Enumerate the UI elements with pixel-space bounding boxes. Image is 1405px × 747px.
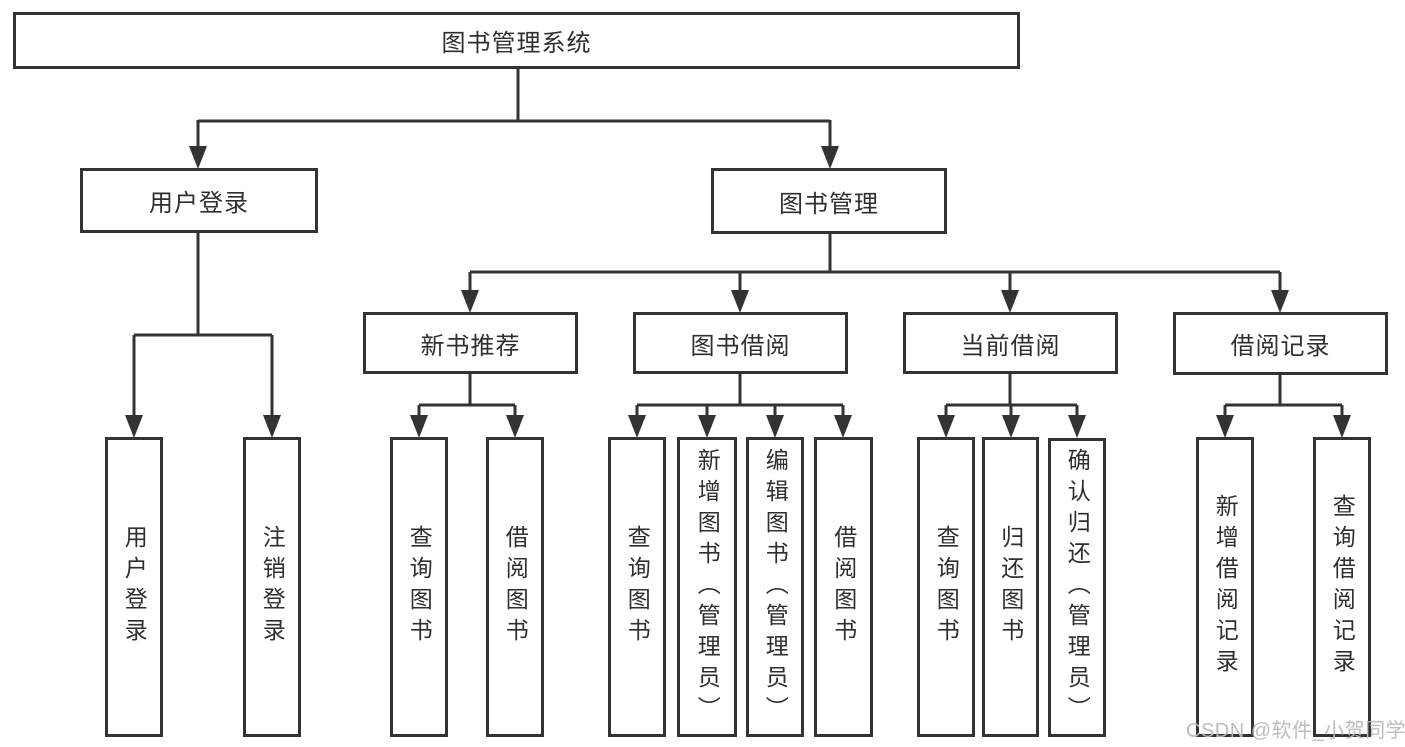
- node-book-management: 图书管理: [711, 168, 947, 234]
- leaf-add-book-admin-label: 新增图书（管理员）: [694, 447, 721, 727]
- node-library-system-label: 图书管理系统: [441, 30, 592, 57]
- leaf-return-book-label: 归还图书: [997, 525, 1024, 649]
- node-current-borrow: 当前借阅: [903, 312, 1118, 374]
- leaf-edit-book-admin: 编辑图书（管理员）: [746, 437, 804, 737]
- node-borrow-records: 借阅记录: [1173, 312, 1388, 375]
- leaf-query-books-recommend-label: 查询图书: [406, 525, 433, 649]
- leaf-confirm-return-admin-label: 确认归还（管理员）: [1064, 448, 1091, 727]
- leaf-query-books-current-label: 查询图书: [933, 525, 960, 649]
- node-new-book-recommend-label: 新书推荐: [420, 332, 521, 360]
- leaf-query-borrow-record: 查询借阅记录: [1313, 437, 1371, 737]
- node-user-login: 用户登录: [80, 168, 318, 233]
- node-book-borrow-label: 图书借阅: [690, 332, 791, 360]
- node-current-borrow-label: 当前借阅: [960, 332, 1061, 360]
- node-book-management-label: 图书管理: [779, 190, 879, 218]
- leaf-query-borrow-record-label: 查询借阅记录: [1329, 494, 1356, 680]
- leaf-borrow-books-borrow-label: 借阅图书: [830, 525, 857, 649]
- connector-book-mgmt-to-level3: [461, 232, 1289, 313]
- leaf-user-login-label: 用户登录: [121, 525, 148, 649]
- leaf-confirm-return-admin: 确认归还（管理员）: [1048, 438, 1106, 737]
- connector-user-login-branch: [125, 232, 281, 438]
- leaf-add-borrow-record: 新增借阅记录: [1196, 437, 1254, 737]
- leaf-query-books-borrow-label: 查询图书: [624, 525, 651, 649]
- leaf-logout: 注销登录: [243, 437, 301, 737]
- watermark: CSDN @软件_小贺同学: [1186, 720, 1405, 742]
- node-book-borrow: 图书借阅: [633, 312, 848, 374]
- leaf-logout-label: 注销登录: [259, 525, 286, 649]
- leaf-borrow-books-borrow: 借阅图书: [814, 437, 873, 737]
- connector-new-book-branch: [410, 373, 524, 438]
- leaf-query-books-borrow: 查询图书: [608, 437, 666, 737]
- leaf-query-books-recommend: 查询图书: [390, 437, 448, 737]
- connector-root-to-level2: [189, 68, 839, 169]
- leaf-add-borrow-record-label: 新增借阅记录: [1212, 494, 1239, 680]
- leaf-return-book: 归还图书: [982, 437, 1039, 737]
- connector-borrow-records-branch: [1216, 374, 1351, 438]
- leaf-query-books-current: 查询图书: [917, 437, 975, 737]
- node-borrow-records-label: 借阅记录: [1230, 333, 1331, 360]
- leaf-borrow-books-recommend: 借阅图书: [486, 437, 544, 737]
- connector-current-borrow-branch: [937, 373, 1086, 438]
- leaf-add-book-admin: 新增图书（管理员）: [677, 437, 737, 737]
- connector-book-borrow-branch: [628, 373, 852, 438]
- leaf-edit-book-admin-label: 编辑图书（管理员）: [762, 447, 789, 727]
- node-library-system: 图书管理系统: [13, 12, 1020, 69]
- node-new-book-recommend: 新书推荐: [363, 312, 578, 374]
- leaf-user-login: 用户登录: [105, 437, 163, 737]
- node-user-login-label: 用户登录: [149, 190, 249, 217]
- leaf-borrow-books-recommend-label: 借阅图书: [502, 525, 529, 649]
